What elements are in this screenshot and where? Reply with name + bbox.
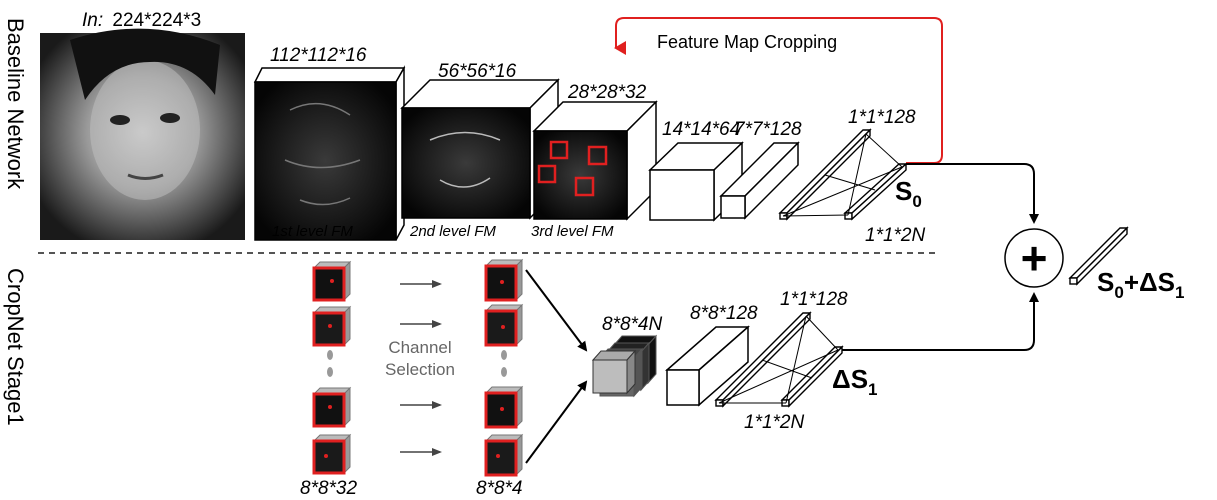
baseline-output-sub: 0 — [912, 192, 921, 211]
selected-patch — [484, 303, 524, 347]
cropnet-to-sum-arrow — [842, 292, 1039, 351]
input-label-prefix: In: — [82, 10, 103, 31]
result-label: S — [1097, 267, 1114, 297]
layer3-cube — [532, 100, 658, 221]
input-label-dims: 224*224*3 — [112, 10, 201, 31]
channel-selection-line2: Selection — [385, 360, 455, 379]
side-label-baseline: Baseline Network — [3, 18, 28, 190]
result-mid: +ΔS — [1124, 267, 1175, 297]
layer2-dims: 56*56*16 — [438, 61, 517, 82]
layer3-dims: 28*28*32 — [567, 82, 647, 103]
cropnet-conv-block — [665, 325, 750, 407]
crop-label: Feature Map Cropping — [657, 32, 837, 52]
layer5-dims: 7*7*128 — [734, 119, 802, 140]
cropnet-fc1-dims: 1*1*128 — [780, 289, 848, 310]
svg-text:In: 224*224*3: In: 224*224*3 — [82, 10, 201, 31]
fm1-caption: 1st level FM — [272, 223, 353, 240]
crop-input-dims: 8*8*32 — [300, 478, 357, 499]
crop-patch — [312, 305, 352, 347]
to-concat-arrow-top — [525, 269, 588, 352]
layer1-dims: 112*112*16 — [270, 45, 367, 66]
channel-selection-line1: Channel — [388, 338, 451, 357]
baseline-fc-layers — [778, 128, 908, 221]
crop-patch — [312, 386, 352, 428]
crop-patch — [312, 260, 352, 302]
cropnet-fc2-dims: 1*1*2N — [744, 412, 804, 433]
to-concat-arrow-bottom — [525, 380, 588, 464]
cropnet-output-label: ΔS — [832, 364, 868, 394]
layer5-cube — [719, 141, 800, 220]
concat-dims: 8*8*4N — [602, 314, 662, 335]
sum-node — [1004, 228, 1064, 288]
svg-text:ΔS1: ΔS1 — [832, 364, 878, 399]
result-sub2: 1 — [1175, 283, 1184, 302]
svg-text:S0+ΔS1: S0+ΔS1 — [1097, 267, 1185, 302]
sum-symbol: + — [1021, 232, 1048, 284]
channel-selection-arrows — [400, 280, 442, 456]
baseline-fc1-dims: 1*1*128 — [848, 107, 916, 128]
result-bar — [1068, 226, 1129, 286]
svg-text:S0: S0 — [895, 176, 922, 211]
layer4-dims: 14*14*64 — [662, 119, 740, 140]
side-label-cropnet: CropNet Stage1 — [3, 268, 28, 426]
selected-patch — [484, 258, 524, 302]
layer4-cube — [648, 141, 744, 222]
input-image — [40, 28, 245, 240]
result-sub: 0 — [1114, 283, 1123, 302]
baseline-output-label: S — [895, 176, 912, 206]
baseline-to-sum-arrow — [906, 163, 1039, 224]
cropnet-output-sub: 1 — [868, 380, 877, 399]
crop-arrow — [614, 17, 943, 164]
fm3-caption: 3rd level FM — [531, 223, 614, 240]
crop-input-column — [312, 260, 352, 475]
cropnet-fc-layers — [714, 311, 844, 408]
cropnet-conv-dims: 8*8*128 — [690, 303, 758, 324]
baseline-fc2-dims: 1*1*2N — [865, 225, 925, 246]
layer2-cube — [400, 78, 560, 220]
selected-patch — [484, 433, 524, 477]
crop-selected-dims: 8*8*4 — [476, 478, 523, 499]
layer1-cube — [253, 65, 406, 241]
concat-stack — [591, 334, 658, 398]
fm2-caption: 2nd level FM — [409, 223, 496, 240]
crop-selected-column — [484, 258, 524, 477]
selected-patch — [484, 385, 524, 429]
crop-patch — [312, 433, 352, 475]
